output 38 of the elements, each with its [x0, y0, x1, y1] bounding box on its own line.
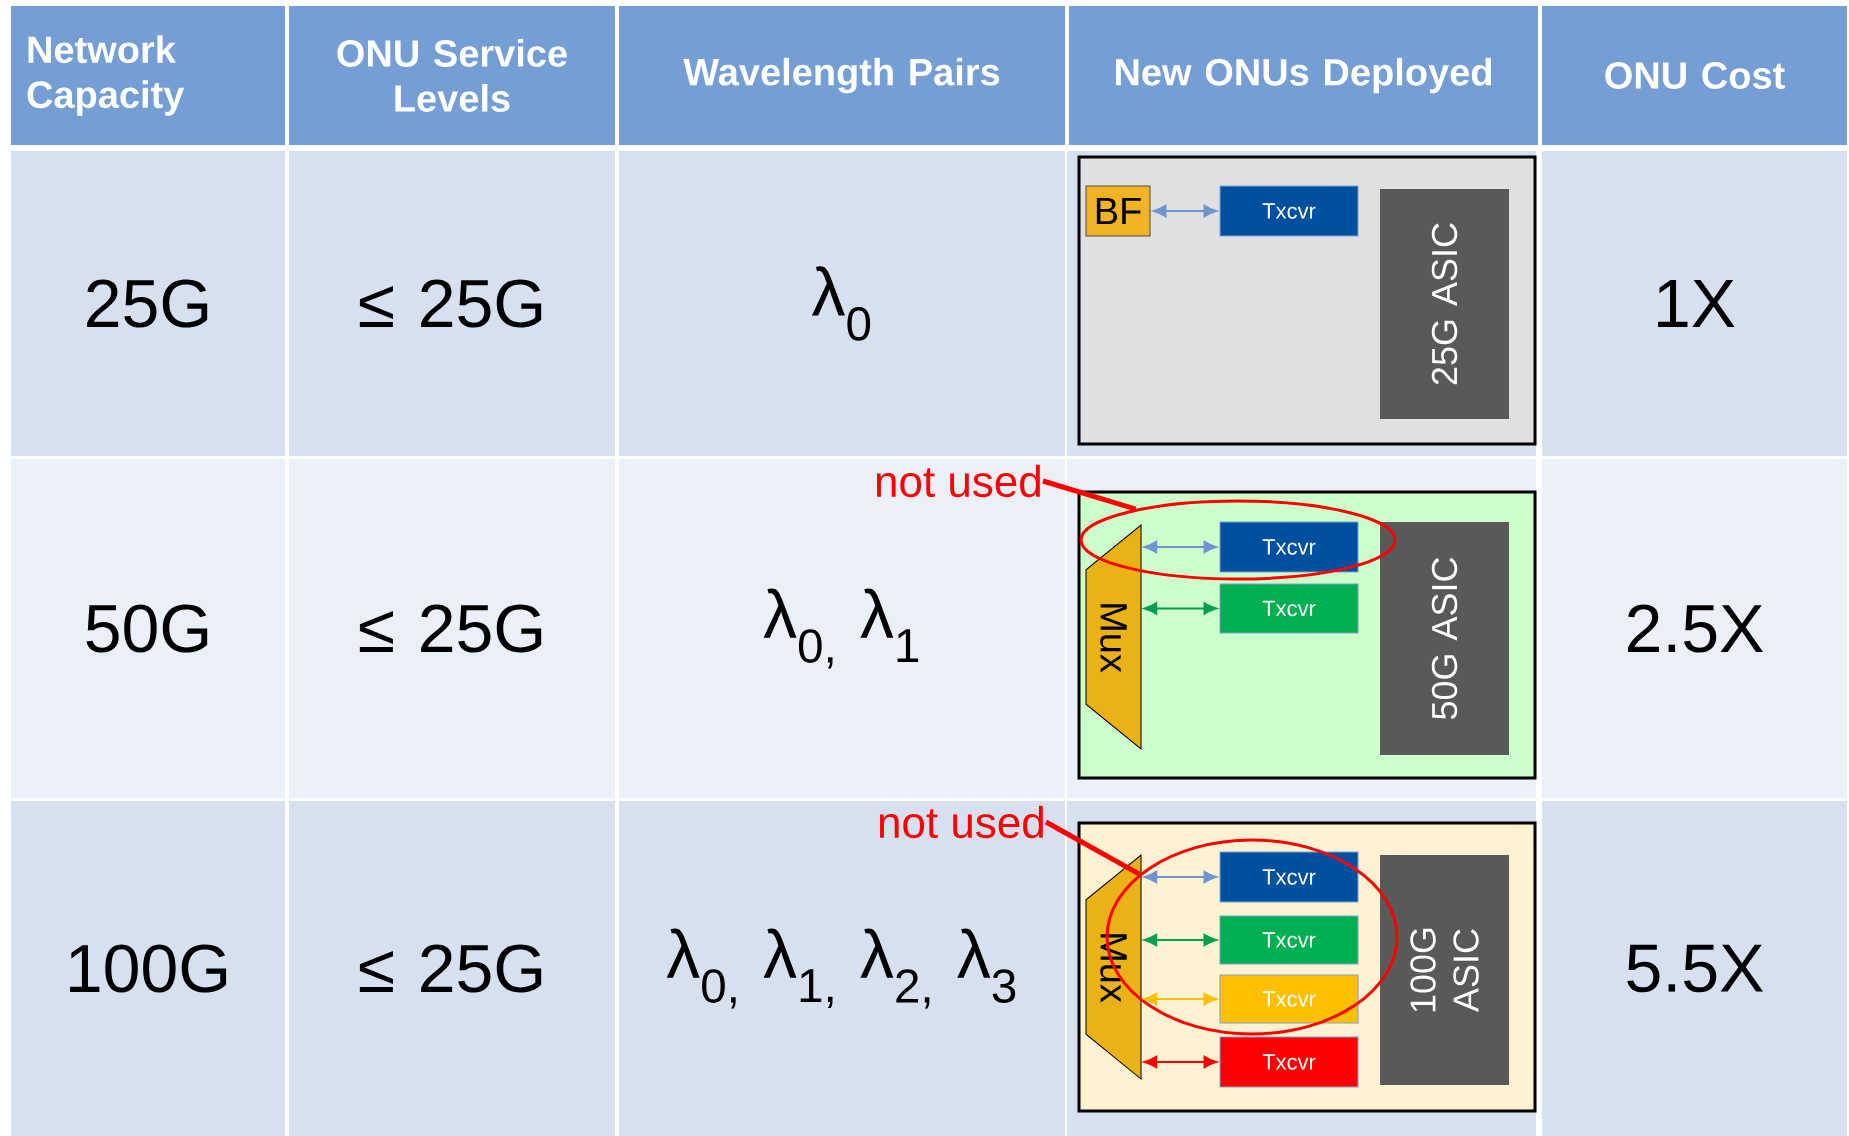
table-cell: 5.5X [1542, 801, 1847, 1136]
table-cell: λ$_{0}$ [619, 151, 1065, 456]
table-cell: 50G [11, 459, 285, 798]
arrow [1143, 1055, 1217, 1069]
table-cell: 1X [1542, 151, 1847, 456]
arrow [1143, 540, 1217, 554]
transceiver-box: Txcvr [1219, 974, 1359, 1024]
arrow [1153, 204, 1217, 218]
header-cell: ONU Service Levels [289, 6, 615, 145]
filter-box: BF [1085, 185, 1151, 237]
table-cell: ≤ 25G [289, 459, 615, 798]
arrow [1143, 870, 1217, 884]
arrow [1143, 933, 1217, 947]
transceiver-box: Txcvr [1219, 521, 1359, 573]
table-cell: ≤ 25G [289, 801, 615, 1136]
asic-chip: 50G ASIC [1380, 522, 1509, 755]
highlight-ellipse [1079, 499, 1397, 581]
header-cell: Wavelength Pairs [619, 6, 1065, 145]
table-cell: 100G [11, 801, 285, 1136]
header-cell: Network Capacity [11, 6, 285, 145]
transceiver-box: Txcvr [1219, 583, 1359, 634]
table-cell: ≤ 25G [289, 151, 615, 456]
transceiver-box: Txcvr [1219, 185, 1359, 237]
asic-chip: 100G ASIC [1380, 855, 1509, 1085]
table-cell: 2.5X [1542, 459, 1847, 798]
transceiver-box: Txcvr [1219, 851, 1359, 903]
callout-text: not used [876, 464, 1040, 498]
header-cell: ONU Cost [1542, 6, 1847, 145]
asic-chip: 25G ASIC [1380, 189, 1509, 419]
callout-text: not used [879, 805, 1043, 839]
header-cell: New ONUs Deployed [1069, 6, 1538, 145]
mux-block: Mux [1085, 524, 1142, 750]
arrow [1143, 992, 1217, 1006]
transceiver-box: Txcvr [1219, 915, 1359, 965]
leader-line [1042, 478, 1137, 512]
transceiver-box: Txcvr [1219, 1036, 1359, 1088]
leader-line [1044, 819, 1141, 877]
table-cell: 25G [11, 151, 285, 456]
